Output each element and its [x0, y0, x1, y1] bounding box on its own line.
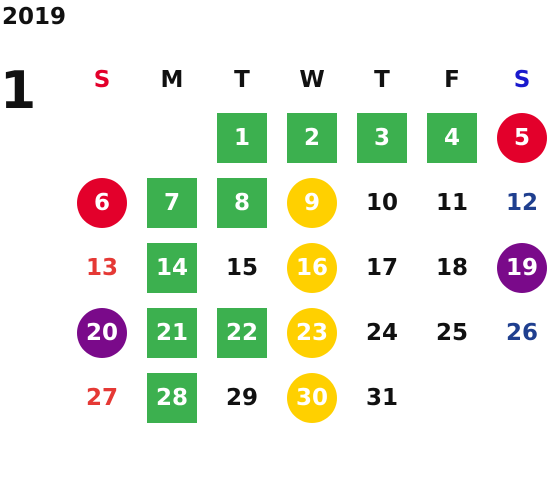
day-cell: [137, 105, 207, 170]
day-cell[interactable]: 5: [487, 105, 548, 170]
day-number[interactable]: 16: [287, 242, 337, 293]
day-cell[interactable]: 18: [417, 235, 487, 300]
day-number: [427, 373, 477, 423]
day-number[interactable]: 28: [147, 372, 197, 423]
day-cell[interactable]: 4: [417, 105, 487, 170]
weekday-header-row: S M T W T F S: [67, 55, 548, 105]
day-number: [147, 113, 197, 163]
day-cell[interactable]: 9: [277, 170, 347, 235]
day-number[interactable]: 17: [365, 254, 398, 281]
day-cell[interactable]: 21: [137, 300, 207, 365]
day-number[interactable]: 11: [435, 189, 468, 216]
day-number[interactable]: 14: [147, 242, 197, 293]
day-cell[interactable]: 23: [277, 300, 347, 365]
day-cell[interactable]: 20: [67, 300, 137, 365]
day-number[interactable]: 27: [85, 384, 118, 411]
day-cell[interactable]: 15: [207, 235, 277, 300]
day-number[interactable]: 1: [217, 112, 267, 163]
day-cell[interactable]: 24: [347, 300, 417, 365]
day-cell[interactable]: 17: [347, 235, 417, 300]
day-number[interactable]: 21: [147, 307, 197, 358]
year-label: 2019: [2, 4, 67, 30]
day-number[interactable]: 8: [217, 177, 267, 228]
day-number[interactable]: 24: [365, 319, 398, 346]
day-cell[interactable]: 27: [67, 365, 137, 430]
day-cell[interactable]: 11: [417, 170, 487, 235]
day-cell[interactable]: 30: [277, 365, 347, 430]
weekday-header: S: [93, 67, 111, 93]
week-row: 27 28 29 30 31: [67, 365, 548, 430]
day-number[interactable]: 23: [287, 307, 337, 358]
day-cell[interactable]: 16: [277, 235, 347, 300]
day-number[interactable]: 25: [435, 319, 468, 346]
weekday-header: T: [374, 67, 390, 93]
month-number: 1: [0, 61, 37, 121]
day-cell[interactable]: 1: [207, 105, 277, 170]
day-number[interactable]: 13: [85, 254, 118, 281]
day-cell[interactable]: 3: [347, 105, 417, 170]
day-cell[interactable]: 7: [137, 170, 207, 235]
day-number[interactable]: 19: [497, 242, 547, 293]
day-cell[interactable]: 22: [207, 300, 277, 365]
day-cell[interactable]: 29: [207, 365, 277, 430]
day-cell[interactable]: 10: [347, 170, 417, 235]
week-row: 6 7 8 9 10 11 12: [67, 170, 548, 235]
day-cell[interactable]: 14: [137, 235, 207, 300]
day-cell[interactable]: 26: [487, 300, 548, 365]
weekday-header: T: [234, 67, 250, 93]
day-number[interactable]: 2: [287, 112, 337, 163]
weekday-header: W: [299, 67, 325, 93]
day-cell[interactable]: 28: [137, 365, 207, 430]
day-number[interactable]: 9: [287, 177, 337, 228]
day-number[interactable]: 4: [427, 112, 477, 163]
day-cell[interactable]: 8: [207, 170, 277, 235]
calendar-grid: S M T W T F S 1 2 3 4 5 6 7 8 9 10 11 12…: [67, 55, 548, 430]
day-number[interactable]: 31: [365, 384, 398, 411]
day-cell[interactable]: 13: [67, 235, 137, 300]
weekday-header: F: [444, 67, 460, 93]
day-number[interactable]: 6: [77, 177, 127, 228]
day-number[interactable]: 29: [225, 384, 258, 411]
day-number[interactable]: 18: [435, 254, 468, 281]
day-cell: [417, 365, 487, 430]
day-cell[interactable]: 31: [347, 365, 417, 430]
day-cell[interactable]: 19: [487, 235, 548, 300]
day-number: [77, 113, 127, 163]
day-number[interactable]: 26: [505, 319, 538, 346]
day-number[interactable]: 22: [217, 307, 267, 358]
day-number[interactable]: 15: [225, 254, 258, 281]
day-number[interactable]: 7: [147, 177, 197, 228]
day-cell[interactable]: 25: [417, 300, 487, 365]
day-cell[interactable]: 6: [67, 170, 137, 235]
day-cell: [67, 105, 137, 170]
weekday-header: S: [513, 67, 531, 93]
day-number[interactable]: 12: [505, 189, 538, 216]
day-number: [497, 373, 547, 423]
day-cell[interactable]: 2: [277, 105, 347, 170]
weekday-header: M: [160, 67, 184, 93]
day-number[interactable]: 20: [77, 307, 127, 358]
week-row: 20 21 22 23 24 25 26: [67, 300, 548, 365]
day-cell[interactable]: 12: [487, 170, 548, 235]
week-row: 1 2 3 4 5: [67, 105, 548, 170]
day-number[interactable]: 30: [287, 372, 337, 423]
day-number[interactable]: 5: [497, 112, 547, 163]
day-number[interactable]: 10: [365, 189, 398, 216]
day-number[interactable]: 3: [357, 112, 407, 163]
week-row: 13 14 15 16 17 18 19: [67, 235, 548, 300]
day-cell: [487, 365, 548, 430]
